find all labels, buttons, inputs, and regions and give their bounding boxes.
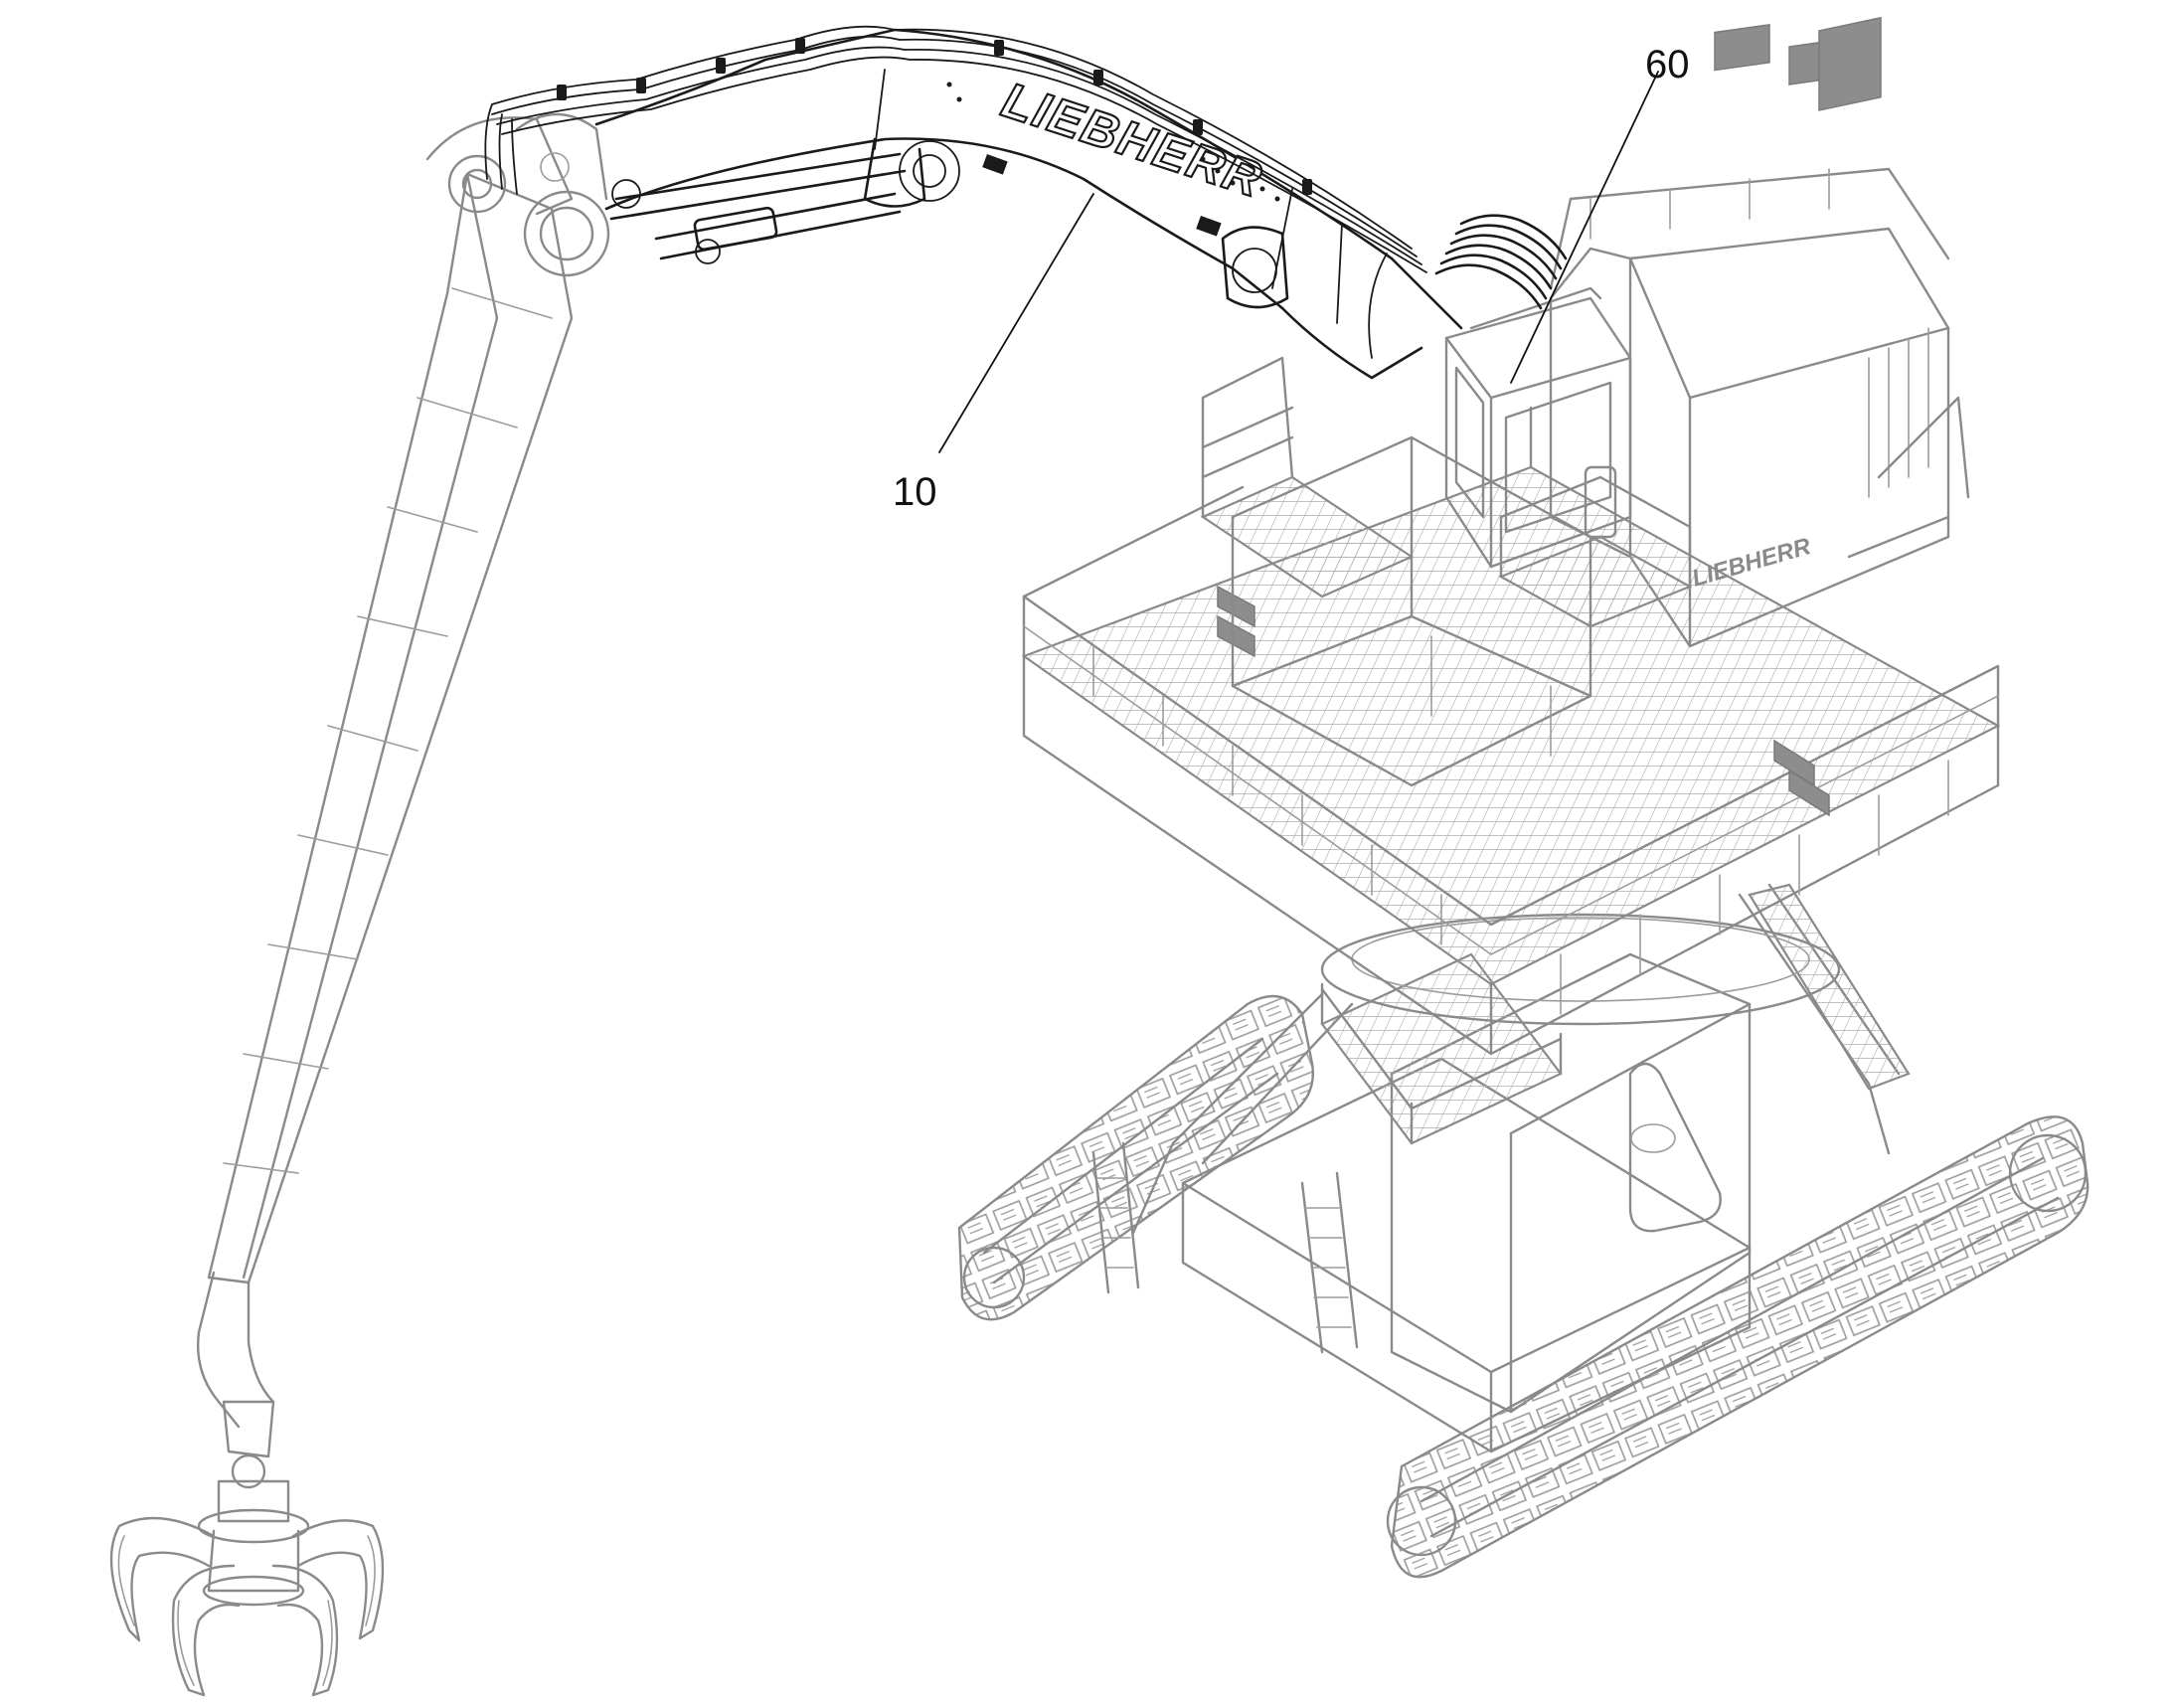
- grapple-tine: [271, 1564, 339, 1697]
- left-track: [957, 994, 1314, 1321]
- reference-labels: 60 10: [893, 43, 1690, 514]
- hose-bundle: [484, 25, 1568, 310]
- orange-peel-grapple: [109, 1400, 385, 1697]
- platform-deck: [1021, 465, 2001, 986]
- grapple-tine: [109, 1516, 216, 1642]
- stick-cylinder: [609, 152, 907, 264]
- grapple-tine: [291, 1519, 385, 1640]
- operator-cab: [1444, 286, 1632, 569]
- right-track: [1390, 1115, 2089, 1579]
- label-60: 60: [1645, 43, 1690, 86]
- upper-platform: [1021, 406, 2001, 1056]
- stick-arm: [197, 112, 610, 1429]
- leader-line-10: [938, 193, 1094, 453]
- house-logo-text: LIEBHERR: [1689, 533, 1814, 593]
- grapple-tine: [171, 1564, 241, 1697]
- leader-line-60: [1510, 71, 1659, 384]
- boom: LIEBHERR: [594, 28, 1463, 380]
- label-10: 10: [893, 470, 937, 514]
